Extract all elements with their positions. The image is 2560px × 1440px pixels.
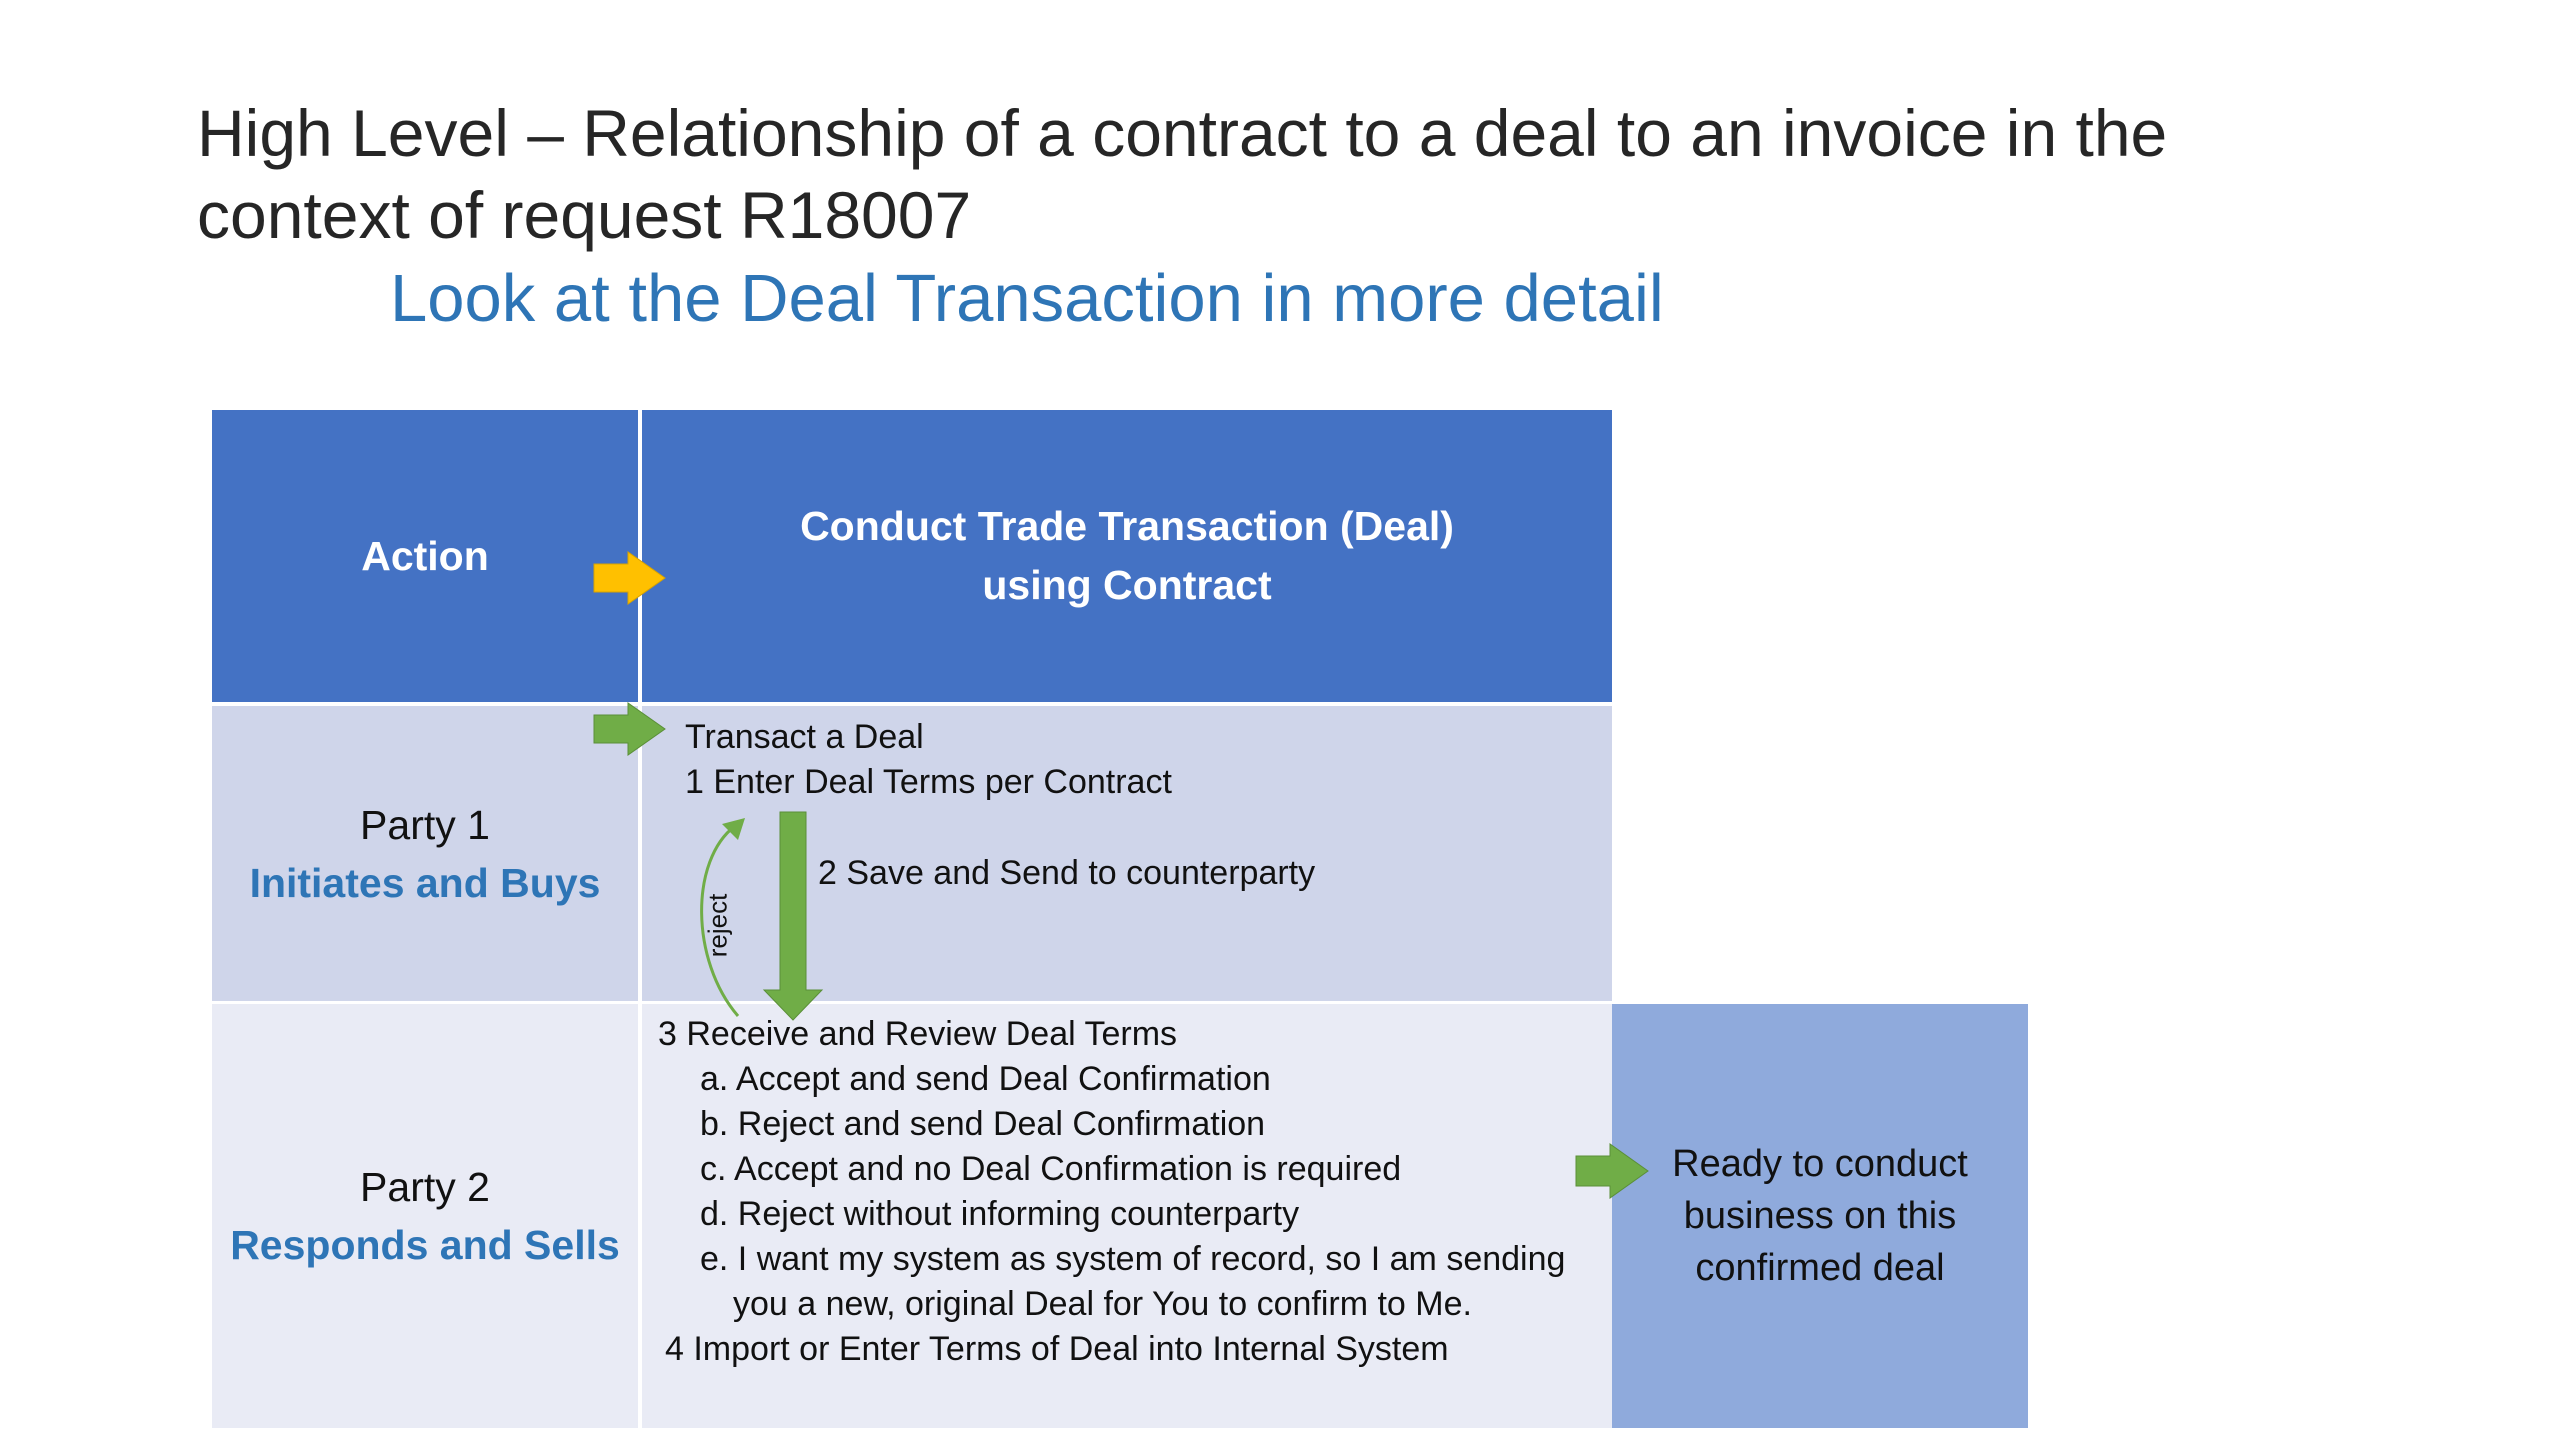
option-c-label: c. Accept and no Deal Confirmation is re… [700,1150,1402,1188]
party1-cell: Party 1 Initiates and Buys [212,706,638,1001]
orange-right-arrow-icon [593,551,666,605]
party1-name: Party 1 [360,801,490,848]
party2-steps-cell [642,1004,1612,1428]
step-4-label: 4 Import or Enter Terms of Deal into Int… [665,1330,1449,1368]
header-conduct-label: Conduct Trade Transaction (Deal) using C… [800,503,1454,608]
slide-subtitle: Look at the Deal Transaction in more det… [390,261,1664,336]
header-conduct-cell: Conduct Trade Transaction (Deal) using C… [642,410,1612,702]
reject-curve-arrowhead-icon [722,818,745,840]
ready-line-1: Ready to conduct [1672,1143,1968,1185]
option-a-label: a. Accept and send Deal Confirmation [700,1060,1271,1098]
header-action-label: Action [361,532,489,579]
option-e-label-line1: e. I want my system as system of record,… [700,1240,1566,1278]
ready-box: Ready to conduct business on this confir… [1612,1004,2028,1428]
ready-line-2: business on this [1683,1195,1957,1237]
step-2-label: 2 Save and Send to counterparty [818,854,1316,892]
green-down-arrow-icon [762,811,824,1021]
party2-role: Responds and Sells [230,1222,620,1268]
reject-curve-arrow-icon [700,824,740,1017]
party2-name: Party 2 [360,1164,490,1210]
step-3-label: 3 Receive and Review Deal Terms [658,1015,1178,1053]
header-action-cell: Action [212,410,638,702]
option-d-label: d. Reject without informing counterparty [700,1195,1300,1233]
green-start-arrow-icon [593,702,666,756]
step-1-label: 1 Enter Deal Terms per Contract [685,763,1172,801]
slide-title: High Level – Relationship of a contract … [197,96,2168,252]
ready-line-3: confirmed deal [1695,1247,1945,1289]
party1-role: Initiates and Buys [249,859,601,906]
option-e-label-line2: you a new, original Deal for You to conf… [733,1285,1472,1323]
option-b-label: b. Reject and send Deal Confirmation [700,1105,1266,1143]
transact-deal-label: Transact a Deal [685,718,924,756]
party2-cell: Party 2 Responds and Sells [212,1004,638,1428]
green-ready-arrow-icon [1575,1143,1649,1199]
